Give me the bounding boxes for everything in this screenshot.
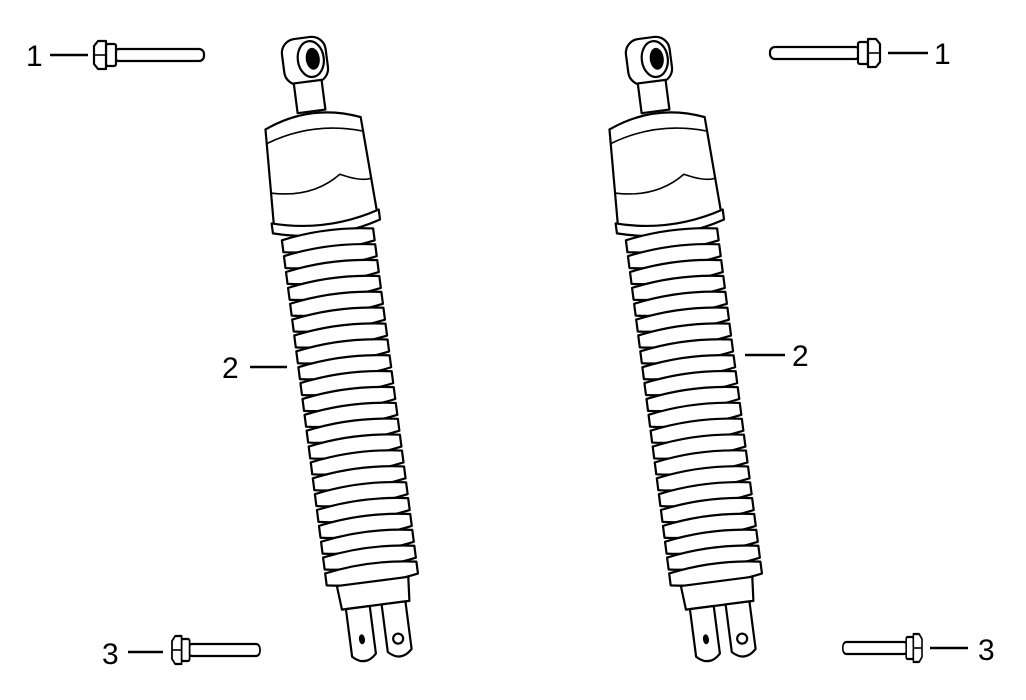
shock-absorber-right [608,35,764,663]
callout-3-left: 3 [102,638,119,671]
shock-absorber-left [264,35,420,663]
bolt-top-left [92,39,206,71]
callout-1-left: 1 [26,40,43,73]
bolt-bottom-right [841,632,924,664]
callout-2-left: 2 [222,352,239,385]
callout-2-right: 2 [792,340,809,373]
callout-1-right: 1 [934,38,951,71]
bolt-bottom-left [170,634,262,666]
callout-3-right: 3 [978,634,995,667]
bolt-top-right [768,37,882,69]
leader-lines [50,51,968,654]
